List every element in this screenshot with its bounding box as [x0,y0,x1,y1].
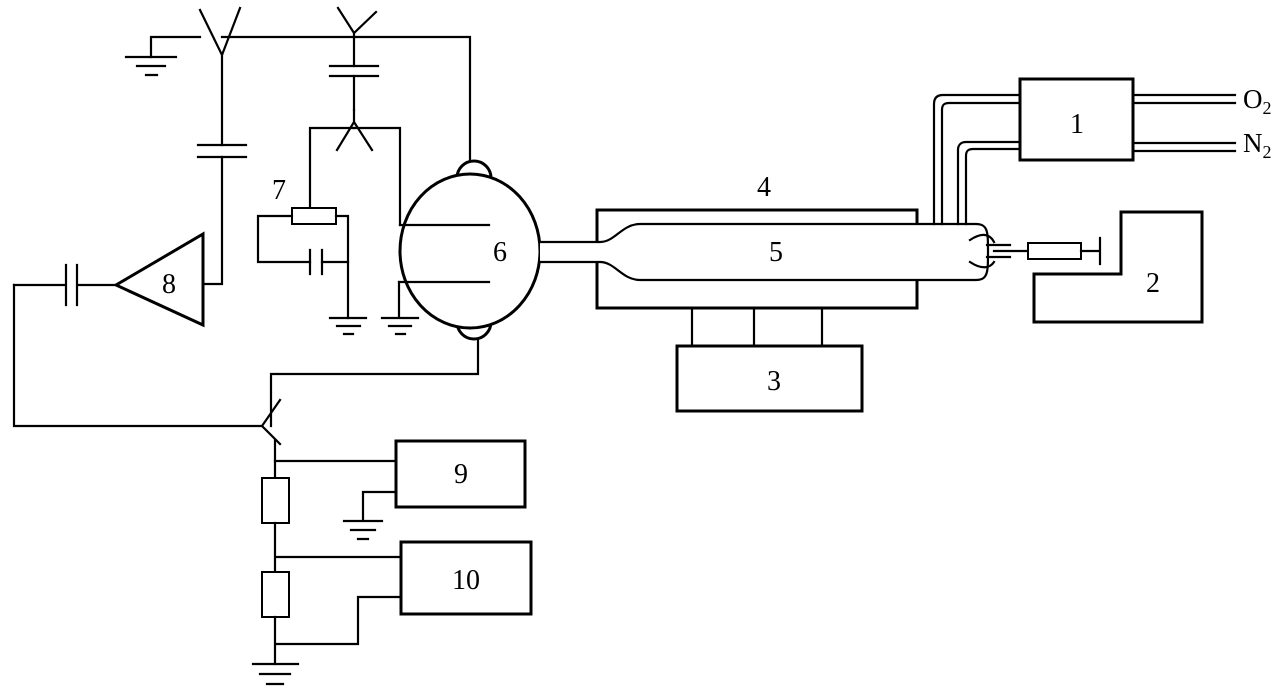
gas-o2-sub: 2 [1263,98,1272,118]
wire-left-feedback [12,283,264,428]
capacitor-amp-input [12,263,118,307]
label-1: 1 [1070,109,1084,140]
gas-n2-base: N [1243,128,1263,158]
gas-line-lower [956,140,1022,226]
box-3: 3 [675,344,864,413]
resistor-lower [261,571,290,618]
label-9: 9 [454,459,468,490]
wire-bottom [273,595,403,666]
capacitor-top [328,64,380,78]
gas-line-upper [932,93,1022,226]
ground-symbol-9 [342,490,398,541]
probe [968,233,1102,269]
ground-symbol-top-left [124,35,202,77]
box-9: 9 [394,439,527,509]
chamber-6: 6 [397,159,542,341]
gas-n2-sub: 2 [1263,142,1272,162]
gas-inlet-n2: N2 [1131,128,1272,162]
support-legs [690,306,824,348]
label-8: 8 [162,269,176,300]
ground-symbol-7 [328,316,368,336]
box-10: 10 [399,540,533,616]
splitter-fork [335,108,374,152]
wire-to-7 [308,126,356,210]
ground-symbol-6 [380,280,420,336]
wire-top-bus [220,35,472,167]
resistor-upper [261,477,290,524]
label-10: 10 [452,565,480,596]
label-6: 6 [493,237,507,268]
svg-text:N2: N2 [1243,128,1272,162]
branch-fork [260,398,282,446]
label-7: 7 [272,175,286,206]
svg-text:O2: O2 [1243,84,1272,118]
label-4: 4 [757,172,771,203]
antenna-center [336,6,378,68]
wire-mid [273,521,403,574]
element-7: 7 [256,175,350,320]
antenna-left [198,6,242,147]
label-2: 2 [1146,268,1160,299]
box-2: 2 [1032,210,1204,324]
gas-inlet-o2: O2 [1131,84,1272,118]
amplifier-8: 8 [112,231,205,328]
gas-o2-base: O [1243,84,1263,114]
wire-to-6 [352,126,402,227]
box-1: 1 [1018,77,1135,162]
ground-symbol-bottom [251,662,300,686]
wire-6-bottom [269,337,480,428]
tube-5: 5 [538,222,990,282]
capacitor-left [196,143,248,286]
label-3: 3 [767,366,781,397]
label-5: 5 [769,237,783,268]
